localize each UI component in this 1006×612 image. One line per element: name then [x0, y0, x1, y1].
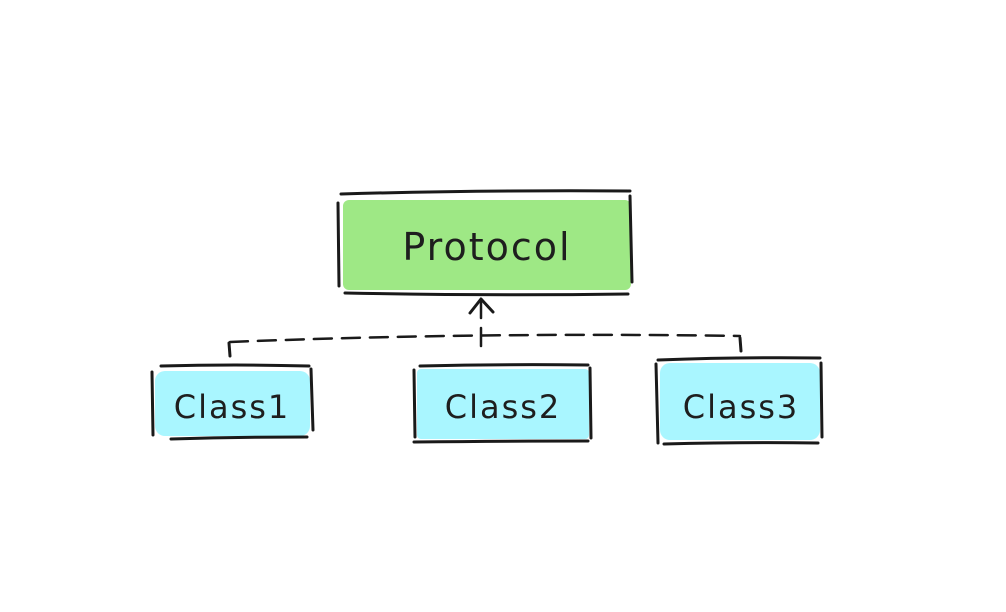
class1-top-edge [159, 363, 311, 368]
protocol-bottom-edge [343, 291, 630, 297]
class2-right-edge [588, 366, 593, 440]
connector-drop-class3 [738, 336, 743, 353]
class3-left-edge [654, 362, 660, 445]
class1-bottom-edge [169, 435, 309, 441]
connector-lines [227, 297, 743, 358]
protocol-node[interactable]: Protocol [336, 189, 634, 297]
class2-bottom-edge [412, 439, 590, 444]
class2-box [417, 369, 589, 439]
protocol-label: Protocol [402, 225, 571, 269]
class3-node[interactable]: Class3 [654, 356, 824, 446]
arrow-head-icon [468, 297, 495, 315]
connector-horizontal [228, 333, 742, 344]
class1-left-edge [150, 370, 155, 437]
class2-left-edge [412, 368, 417, 439]
class1-right-edge [309, 367, 315, 432]
protocol-top-edge [339, 189, 632, 196]
class3-bottom-edge [662, 441, 820, 446]
class2-node[interactable]: Class2 [412, 363, 593, 444]
class2-label: Class2 [445, 388, 562, 426]
class3-right-edge [819, 361, 824, 439]
class1-box [155, 371, 310, 436]
class3-box [660, 363, 820, 440]
protocol-box [343, 200, 631, 290]
protocol-right-edge [628, 194, 634, 284]
protocol-left-edge [336, 201, 341, 288]
class1-label: Class1 [174, 388, 291, 426]
class2-top-edge [418, 363, 590, 368]
class3-top-edge [656, 356, 822, 362]
connector-drop-class1 [227, 341, 232, 358]
class1-node[interactable]: Class1 [150, 363, 315, 441]
class3-label: Class3 [683, 388, 800, 426]
